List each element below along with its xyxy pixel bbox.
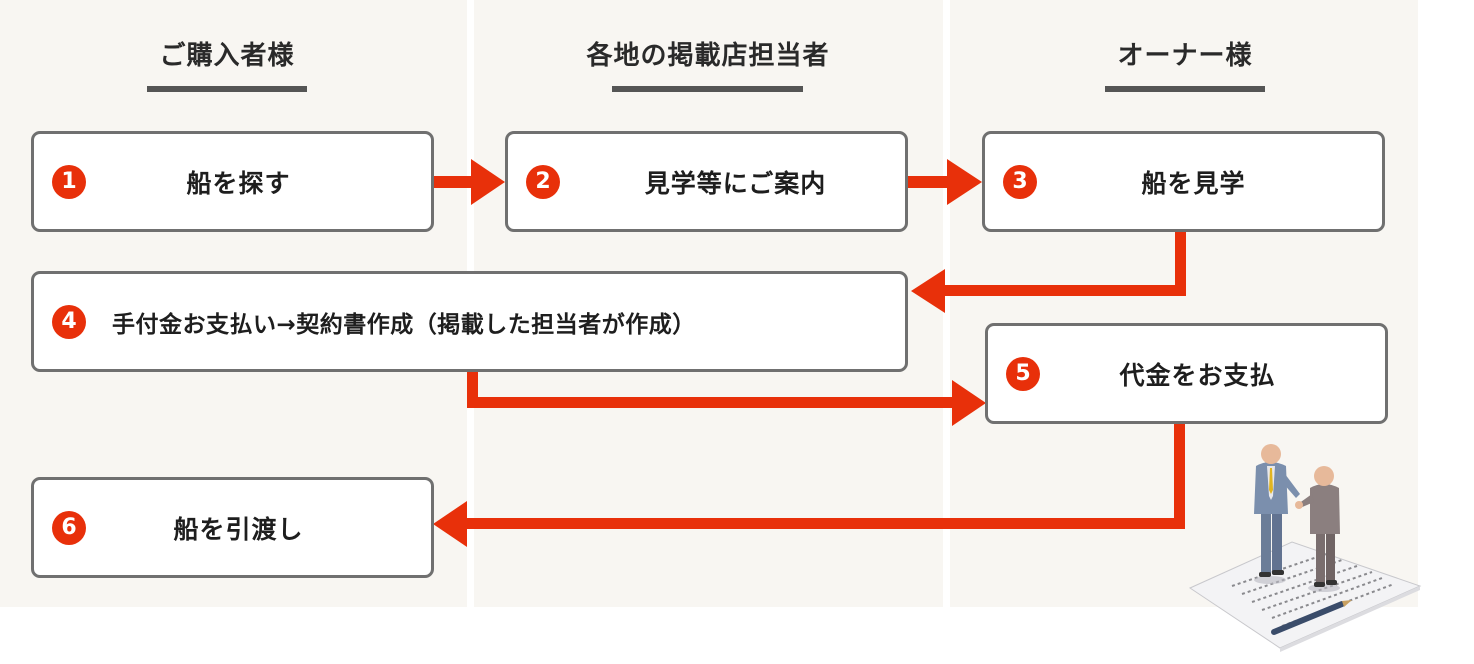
step-number-badge: 1 (52, 164, 86, 199)
step-label: 代金をお支払 (1119, 360, 1276, 390)
step-1-box: 1 船を探す (31, 131, 434, 232)
connector-4-5-right (467, 397, 954, 408)
step-label: 船を探す (186, 168, 291, 198)
arrowhead-4-5 (952, 380, 986, 426)
lane-title-buyer: ご購入者様 (159, 41, 295, 71)
step-label: 船を引渡し (173, 514, 304, 544)
connector-4-5-down (467, 370, 478, 408)
lane-title-underline-dealer (612, 86, 803, 92)
step-5-box: 5 代金をお支払 (985, 323, 1388, 424)
step-3-box: 3 船を見学 (982, 131, 1385, 232)
lane-title-underline-owner (1105, 86, 1265, 92)
step-label: 船を見学 (1141, 168, 1246, 198)
step-number-badge: 4 (52, 304, 86, 339)
step-number-badge: 3 (1003, 164, 1037, 199)
connector-2-3 (907, 176, 949, 188)
step-number-badge: 2 (526, 164, 560, 199)
connector-1-2 (433, 176, 473, 188)
handshake-contract-illustration (1188, 444, 1422, 652)
step-label: 見学等にご案内 (644, 168, 827, 198)
businessman-left (1254, 444, 1300, 584)
lane-title-dealer: 各地の掲載店担当者 (586, 41, 830, 71)
businessman-right (1295, 466, 1340, 592)
connector-3-4-down (1175, 230, 1186, 296)
contract-paper (1188, 541, 1422, 649)
step-number-badge: 5 (1006, 356, 1040, 391)
pen (1271, 601, 1345, 635)
step-2-box: 2 見学等にご案内 (505, 131, 908, 232)
connector-5-6-down (1174, 422, 1185, 529)
step-label: 手付金お支払い→契約書作成（掲載した担当者が作成） (112, 311, 696, 338)
arrowhead-2-3 (947, 159, 982, 205)
step-4-box: 4 手付金お支払い→契約書作成（掲載した担当者が作成） (31, 271, 908, 372)
arrowhead-3-4 (911, 269, 945, 313)
connector-3-4-left (942, 285, 1186, 296)
lane-title-underline-buyer (147, 86, 307, 92)
arrowhead-1-2 (471, 159, 505, 205)
arrowhead-5-6 (433, 501, 467, 547)
step-6-box: 6 船を引渡し (31, 477, 434, 578)
step-number-badge: 6 (52, 510, 86, 545)
connector-5-6-left (466, 518, 1185, 529)
lane-title-owner: オーナー様 (1117, 41, 1253, 71)
